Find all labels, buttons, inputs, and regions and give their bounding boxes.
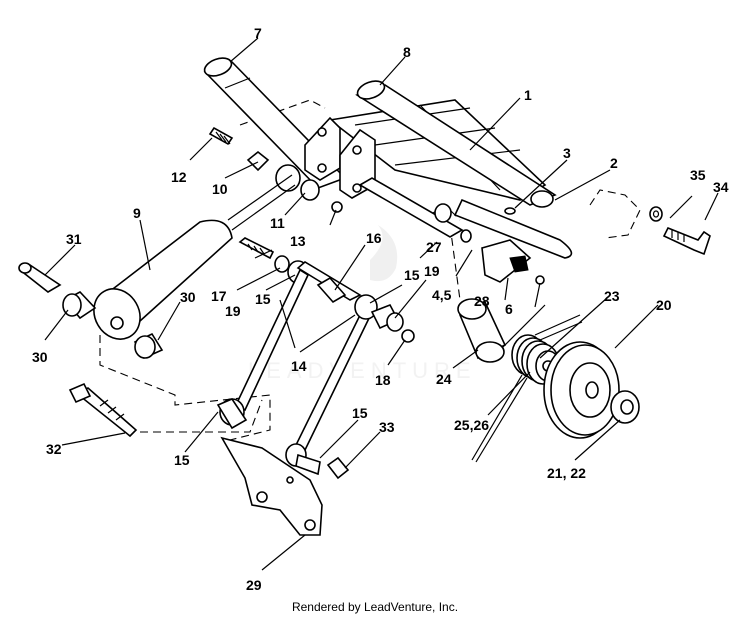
callout-19-a: 19 bbox=[225, 303, 241, 319]
pulley-part-20 bbox=[543, 341, 640, 439]
cylinder-part-9 bbox=[93, 174, 296, 340]
callout-15-a: 15 bbox=[255, 291, 271, 307]
callout-12: 12 bbox=[171, 169, 187, 185]
callout-35: 35 bbox=[690, 167, 706, 183]
callout-2: 2 bbox=[610, 155, 618, 171]
footer-credit: Rendered by LeadVenture, Inc. bbox=[292, 600, 458, 614]
strap-part-2 bbox=[453, 198, 573, 259]
lower-bracket-part-29 bbox=[220, 436, 323, 536]
watermark-text: LEADVENTURE bbox=[248, 358, 477, 383]
callout-15-d: 15 bbox=[352, 405, 368, 421]
callout-27: 27 bbox=[426, 239, 442, 255]
callout-33: 33 bbox=[379, 419, 395, 435]
callout-24: 24 bbox=[436, 371, 452, 387]
callout-28: 28 bbox=[474, 293, 490, 309]
callout-23: 23 bbox=[604, 288, 620, 304]
callout-18: 18 bbox=[375, 372, 391, 388]
callout-17: 17 bbox=[211, 288, 227, 304]
callout-34: 34 bbox=[713, 179, 729, 195]
callout-30-b: 30 bbox=[32, 349, 48, 365]
callout-7: 7 bbox=[254, 25, 262, 41]
callout-11: 11 bbox=[270, 215, 285, 231]
callout-15-b: 15 bbox=[404, 267, 420, 283]
callout-6: 6 bbox=[505, 301, 513, 317]
callout-4-5: 4,5 bbox=[432, 287, 452, 303]
bushings-16-19 bbox=[316, 276, 415, 343]
lower-bushings-15-33 bbox=[216, 398, 350, 480]
callout-9: 9 bbox=[133, 205, 141, 221]
clip-bracket-part-28 bbox=[481, 239, 545, 285]
shaft-part-8 bbox=[355, 80, 557, 208]
watermark-logo: LEADVENTURE bbox=[248, 225, 477, 383]
callout-1: 1 bbox=[524, 87, 532, 103]
callout-19-b: 19 bbox=[424, 263, 440, 279]
leader-lines bbox=[44, 37, 719, 571]
cross-rod-part-27 bbox=[358, 177, 472, 243]
callout-30-a: 30 bbox=[180, 289, 196, 305]
callout-31: 31 bbox=[66, 231, 82, 247]
callout-25-26: 25,26 bbox=[454, 417, 489, 433]
callout-32: 32 bbox=[46, 441, 62, 457]
callout-labels: 1 2 3 4,5 6 7 8 9 10 11 12 13 14 15 15 1… bbox=[32, 25, 729, 593]
callout-21-22: 21, 22 bbox=[547, 465, 586, 481]
callout-15-c: 15 bbox=[174, 452, 190, 468]
callout-3: 3 bbox=[563, 145, 571, 161]
callout-29: 29 bbox=[246, 577, 262, 593]
bolt-part-32 bbox=[68, 382, 138, 438]
callout-14: 14 bbox=[291, 358, 307, 374]
callout-13: 13 bbox=[290, 233, 306, 249]
callout-16: 16 bbox=[366, 230, 382, 246]
idler-part-24 bbox=[457, 298, 507, 363]
callout-20: 20 bbox=[656, 297, 672, 313]
callout-10: 10 bbox=[212, 181, 228, 197]
bolt-part-34 bbox=[649, 206, 711, 256]
callout-8: 8 bbox=[403, 44, 411, 60]
